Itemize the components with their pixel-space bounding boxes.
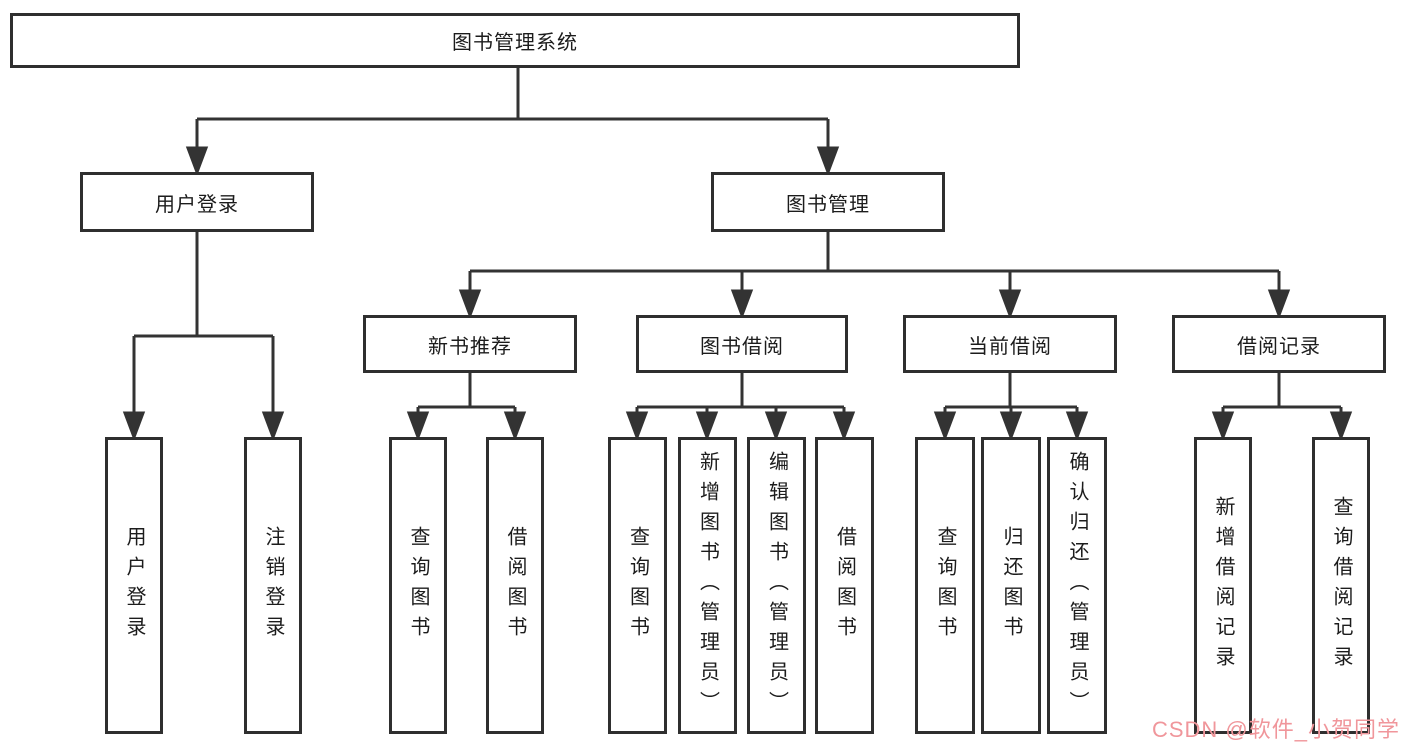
connector-root-to-level2 [185,68,840,177]
leaf-add-borrow-record: 新增借阅记录 [1194,437,1252,734]
leaf-label: 归还图书 [1000,525,1022,646]
leaf-label: 新增图书（管理员） [696,450,719,721]
node-label: 用户登录 [155,193,239,216]
leaf-label: 新增借阅记录 [1212,495,1234,676]
node-label: 图书管理 [786,193,870,216]
leaf-label: 借阅图书 [833,525,856,646]
node-book-management: 图书管理 [711,172,945,232]
leaf-label: 注销登录 [262,525,284,646]
leaf-add-book-admin: 新增图书（管理员） [678,437,737,734]
leaf-label: 查询图书 [407,525,429,646]
node-label: 当前借阅 [968,335,1052,358]
leaf-label: 用户登录 [123,525,145,646]
leaf-query-borrow-record: 查询借阅记录 [1312,437,1370,734]
node-label: 新书推荐 [428,335,512,358]
node-current-borrow: 当前借阅 [903,315,1117,373]
leaf-edit-book-admin: 编辑图书（管理员） [747,437,806,734]
leaf-label: 确认归还（管理员） [1066,450,1088,721]
node-new-book-recommend: 新书推荐 [363,315,577,373]
connector-book-borrow-to-leaves [625,373,856,442]
node-label: 图书借阅 [700,335,784,358]
leaf-user-login: 用户登录 [105,437,163,734]
leaf-label: 查询借阅记录 [1330,495,1352,676]
leaf-logout: 注销登录 [244,437,302,734]
leaf-query-books-current: 查询图书 [915,437,975,734]
node-borrow-records: 借阅记录 [1172,315,1386,373]
leaf-borrow-books-recommend: 借阅图书 [486,437,544,734]
node-book-borrow: 图书借阅 [636,315,848,373]
connector-new-book-to-leaves [406,373,527,442]
connector-current-borrow-to-leaves [933,373,1089,442]
connector-book-management-to-level3 [458,232,1291,320]
node-label: 借阅记录 [1237,335,1321,358]
leaf-borrow-books: 借阅图书 [815,437,874,734]
leaf-label: 借阅图书 [504,525,526,646]
leaf-query-books-borrow: 查询图书 [608,437,667,734]
connector-user-login-to-leaves [122,232,285,442]
leaf-label: 查询图书 [934,525,956,646]
leaf-label: 编辑图书（管理员） [765,450,788,721]
node-library-management-system: 图书管理系统 [10,13,1020,68]
node-label: 图书管理系统 [452,32,578,54]
connector-borrow-records-to-leaves [1211,373,1353,442]
leaf-return-books: 归还图书 [981,437,1041,734]
csdn-watermark: CSDN @软件_小贺同学 [1151,717,1400,742]
leaf-confirm-return-admin: 确认归还（管理员） [1047,437,1107,734]
node-user-login: 用户登录 [80,172,314,232]
leaf-label: 查询图书 [626,525,649,646]
leaf-query-books-recommend: 查询图书 [389,437,447,734]
